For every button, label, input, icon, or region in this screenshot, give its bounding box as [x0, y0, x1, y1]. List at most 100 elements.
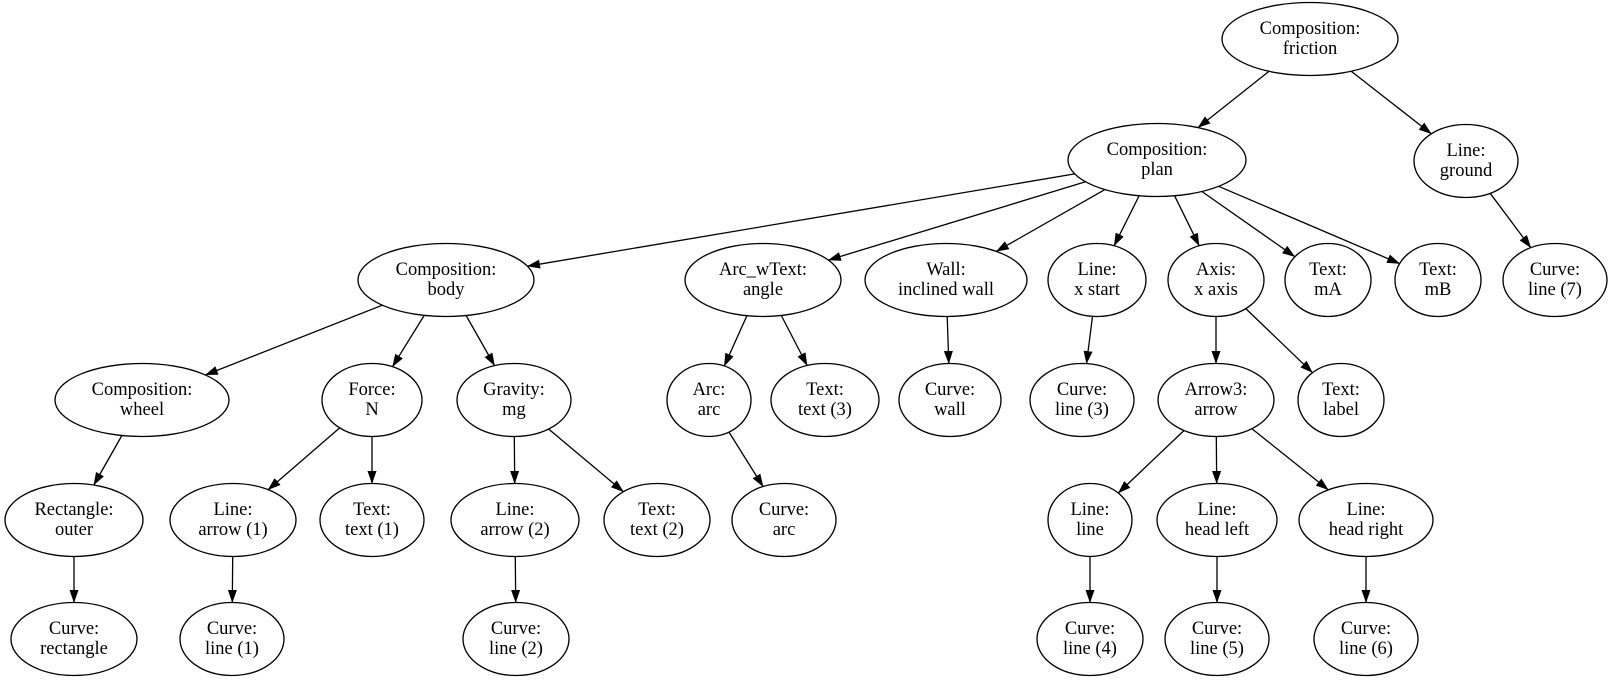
node-ellipse: [1221, 1, 1399, 77]
tree-node-plan: Composition:plan: [1067, 122, 1247, 198]
node-ellipse: [770, 362, 880, 438]
node-label: Text:mB: [1419, 260, 1457, 300]
tree-node-body: Composition:body: [357, 242, 535, 318]
node-ellipse: [450, 482, 580, 558]
node-ellipse: [1297, 362, 1385, 438]
edge-body-to-force-n: [391, 315, 425, 368]
node-label: Composition:plan: [1107, 140, 1208, 180]
edge-force-n-to-line-arrow1: [267, 427, 341, 491]
node-label: Line:head left: [1185, 500, 1250, 540]
edge-angle-to-arc: [723, 315, 748, 367]
edge-arc-to-curve-arc: [728, 431, 764, 488]
node-ellipse: [684, 242, 842, 318]
tree-node-curve-line1: Curve:line (1): [179, 601, 285, 677]
edge-x-axis-to-text-label: [1245, 308, 1313, 374]
node-ellipse: [1036, 601, 1144, 677]
node-label: Composition:body: [396, 260, 497, 300]
tree-node-line-arrow2: Line:arrow (2): [450, 482, 580, 558]
node-label: Arrow3:arrow: [1185, 380, 1248, 420]
node-ellipse: [179, 601, 285, 677]
node-ellipse: [462, 601, 570, 677]
tree-node-line-line: Line:line: [1047, 482, 1133, 558]
node-label: Force:N: [348, 380, 395, 420]
node-label: Line:ground: [1440, 141, 1493, 181]
node-ellipse: [1284, 242, 1372, 318]
tree-node-curve-line5: Curve:line (5): [1164, 601, 1270, 677]
tree-node-curve-line6: Curve:line (6): [1313, 601, 1419, 677]
node-ellipse: [1298, 482, 1434, 558]
node-ellipse: [1502, 242, 1608, 318]
tree-node-wheel: Composition:wheel: [54, 362, 230, 438]
node-ellipse: [456, 362, 572, 438]
node-label: Axis:x axis: [1194, 260, 1238, 300]
node-label: Text:mA: [1309, 260, 1347, 300]
node-label: Curve:rectangle: [40, 619, 108, 659]
tree-node-force-n: Force:N: [321, 362, 423, 438]
node-ellipse: [1394, 242, 1482, 318]
edge-plan-to-angle: [827, 181, 1086, 261]
node-label: Curve:line (2): [489, 619, 543, 659]
node-ellipse: [1067, 122, 1247, 198]
node-label: Composition:wheel: [92, 380, 193, 420]
edge-plan-to-text-mb: [1218, 185, 1401, 265]
tree-node-text-mb: Text:mB: [1394, 242, 1482, 318]
node-label: Text:text (1): [345, 500, 399, 540]
node-label: Curve:line (4): [1063, 619, 1117, 659]
tree-node-text-3: Text:text (3): [770, 362, 880, 438]
tree-node-line-head-right: Line:head right: [1298, 482, 1434, 558]
node-ellipse: [731, 482, 837, 558]
node-label: Line:arrow (2): [480, 500, 549, 540]
tree-node-x-start: Line:x start: [1047, 242, 1147, 318]
tree-node-text-2: Text:text (2): [603, 482, 711, 558]
tree-node-line-arrow1: Line:arrow (1): [169, 482, 297, 558]
edge-friction-to-ground: [1350, 70, 1432, 135]
tree-node-curve-wall: Curve:wall: [898, 362, 1002, 438]
tree-node-text-1: Text:text (1): [319, 482, 425, 558]
node-label: Line:arrow (1): [198, 500, 267, 540]
node-label: Curve:line (7): [1528, 260, 1582, 300]
tree-node-curve-line7: Curve:line (7): [1502, 242, 1608, 318]
edge-body-to-gravity-mg: [465, 315, 496, 367]
node-label: Arc_wText:angle: [719, 260, 807, 300]
nodes-layer: Composition:frictionComposition:planLine…: [4, 1, 1608, 677]
node-ellipse: [666, 362, 752, 438]
node-label: Curve:line (5): [1190, 619, 1244, 659]
edge-wheel-to-rect-outer: [93, 435, 123, 486]
tree-node-inclined-wall: Wall:inclined wall: [864, 242, 1028, 318]
node-label: Curve:line (1): [205, 619, 259, 659]
edge-plan-to-text-ma: [1201, 190, 1296, 258]
tree-node-curve-rectangle: Curve:rectangle: [10, 601, 138, 677]
tree-node-curve-line3: Curve:line (3): [1029, 362, 1135, 438]
node-ellipse: [603, 482, 711, 558]
node-ellipse: [1167, 242, 1265, 318]
tree-node-curve-line4: Curve:line (4): [1036, 601, 1144, 677]
node-ellipse: [1029, 362, 1135, 438]
edge-body-to-wheel: [204, 304, 383, 376]
node-label: Curve:arc: [759, 500, 809, 540]
tree-node-text-ma: Text:mA: [1284, 242, 1372, 318]
node-label: Composition:friction: [1260, 19, 1361, 59]
edge-gravity-mg-to-text-2: [548, 428, 624, 493]
tree-node-arrow3: Arrow3:arrow: [1157, 362, 1275, 438]
node-ellipse: [357, 242, 535, 318]
node-ellipse: [321, 362, 423, 438]
node-ellipse: [864, 242, 1028, 318]
edge-plan-to-x-axis: [1174, 195, 1200, 247]
node-label: Line:x start: [1074, 260, 1121, 300]
tree-node-angle: Arc_wText:angle: [684, 242, 842, 318]
node-label: Curve:wall: [925, 380, 975, 420]
node-label: Line:line: [1070, 500, 1109, 540]
tree-node-friction: Composition:friction: [1221, 1, 1399, 77]
node-ellipse: [169, 482, 297, 558]
edge-plan-to-inclined-wall: [995, 189, 1106, 252]
edge-friction-to-plan: [1197, 70, 1270, 129]
node-ellipse: [1413, 123, 1519, 199]
edge-plan-to-body: [527, 173, 1075, 269]
node-ellipse: [4, 482, 144, 558]
node-label: Text:text (3): [798, 380, 852, 420]
node-ellipse: [1164, 601, 1270, 677]
node-ellipse: [1047, 242, 1147, 318]
tree-node-text-label: Text:label: [1297, 362, 1385, 438]
